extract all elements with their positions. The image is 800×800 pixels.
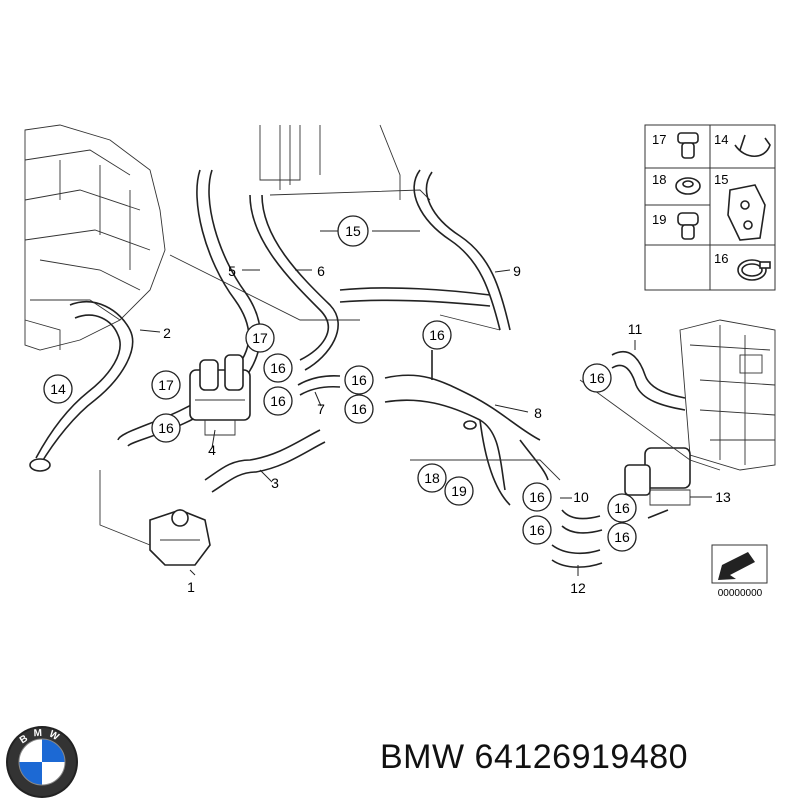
- legend-label-17: 17: [652, 132, 666, 147]
- grommet-19-icon: [677, 212, 699, 240]
- bracket-15-icon: [727, 184, 766, 241]
- svg-text:16: 16: [529, 489, 545, 505]
- hose-3: [204, 429, 326, 493]
- svg-text:16: 16: [589, 370, 605, 386]
- callout-16-h: 16: [522, 482, 552, 512]
- legend-label-18: 18: [652, 172, 666, 187]
- image-code: 00000000: [718, 588, 763, 599]
- svg-text:16: 16: [614, 500, 630, 516]
- callout-16-g: 16: [582, 363, 612, 393]
- grommet-17-icon: [677, 132, 699, 159]
- label-6: 6: [317, 263, 325, 279]
- label-4: 4: [208, 442, 216, 458]
- parts-legend: 17 14 18 15 19 16: [644, 124, 776, 291]
- svg-text:19: 19: [451, 483, 467, 499]
- callout-14-left: 14: [43, 374, 73, 404]
- hose-7: [297, 375, 341, 396]
- hose-9: [339, 169, 511, 331]
- parts-diagram: 14 15 17 17 16 16 16 16 16 16 16 16 16 1…: [24, 124, 776, 599]
- svg-text:16: 16: [529, 522, 545, 538]
- label-3: 3: [271, 475, 279, 491]
- svg-text:16: 16: [270, 360, 286, 376]
- svg-text:16: 16: [429, 327, 445, 343]
- heater-core: [679, 319, 776, 471]
- svg-text:14: 14: [50, 381, 66, 397]
- label-8: 8: [534, 405, 542, 421]
- hose-clamp-16-icon: [737, 259, 771, 281]
- callout-16-j: 16: [607, 493, 637, 523]
- label-11: 11: [628, 321, 643, 337]
- plain-callouts: 1 2 3 4 5 6 7 8 9 10 11 12 13: [163, 263, 731, 596]
- svg-text:15: 15: [345, 223, 361, 239]
- svg-text:17: 17: [252, 330, 268, 346]
- hose-12: [551, 544, 603, 568]
- callout-16-b: 16: [263, 386, 293, 416]
- hose-2: [29, 301, 134, 472]
- svg-text:16: 16: [270, 393, 286, 409]
- label-1: 1: [187, 579, 195, 595]
- grommet-18-icon: [675, 177, 701, 195]
- svg-text:16: 16: [158, 420, 174, 436]
- callout-16-e: 16: [344, 394, 374, 424]
- svg-text:18: 18: [424, 470, 440, 486]
- callout-17-b: 17: [151, 370, 181, 400]
- orientation-box: 00000000: [711, 544, 768, 599]
- callout-16-f: 16: [422, 320, 452, 350]
- callout-16-a: 16: [263, 353, 293, 383]
- pump-1: [149, 509, 211, 566]
- callout-16-c: 16: [151, 413, 181, 443]
- leader-lines: [99, 230, 721, 576]
- callout-18: 18: [417, 463, 447, 493]
- circled-callouts: 14 15 17 17 16 16 16 16 16 16 16 16 16 1…: [43, 215, 637, 552]
- legend-label-16: 16: [714, 251, 728, 266]
- label-7: 7: [317, 401, 325, 417]
- label-2: 2: [163, 325, 171, 341]
- svg-text:16: 16: [614, 529, 630, 545]
- brand-name: BMW: [380, 738, 465, 776]
- clamp-14-icon: [734, 134, 771, 158]
- callout-19: 19: [444, 476, 474, 506]
- arrow-icon: [718, 552, 755, 580]
- svg-text:16: 16: [351, 401, 367, 417]
- part-caption: BMW 64126919480: [380, 738, 688, 777]
- legend-label-19: 19: [652, 212, 666, 227]
- engine-block: [24, 124, 166, 351]
- svg-text:16: 16: [351, 372, 367, 388]
- label-5: 5: [228, 263, 236, 279]
- hose-10: [561, 509, 603, 534]
- valve-block-4: [189, 354, 251, 436]
- valve-13: [624, 447, 691, 519]
- frame-lines: [169, 124, 501, 331]
- label-13: 13: [715, 489, 731, 505]
- callout-16-d: 16: [344, 365, 374, 395]
- hose-6: [249, 194, 339, 371]
- svg-text:17: 17: [158, 377, 174, 393]
- pipe-8: [384, 350, 549, 506]
- label-10: 10: [573, 489, 589, 505]
- label-9: 9: [513, 263, 521, 279]
- hose-11: [611, 351, 686, 411]
- callout-17-a: 17: [245, 323, 275, 353]
- callout-15: 15: [337, 215, 369, 247]
- callout-16-i: 16: [522, 515, 552, 545]
- part-number: 64126919480: [474, 738, 689, 776]
- label-12: 12: [570, 580, 586, 596]
- callout-16-k: 16: [607, 522, 637, 552]
- bmw-logo: BMW: [6, 726, 78, 798]
- legend-label-15: 15: [714, 172, 728, 187]
- legend-label-14: 14: [714, 132, 728, 147]
